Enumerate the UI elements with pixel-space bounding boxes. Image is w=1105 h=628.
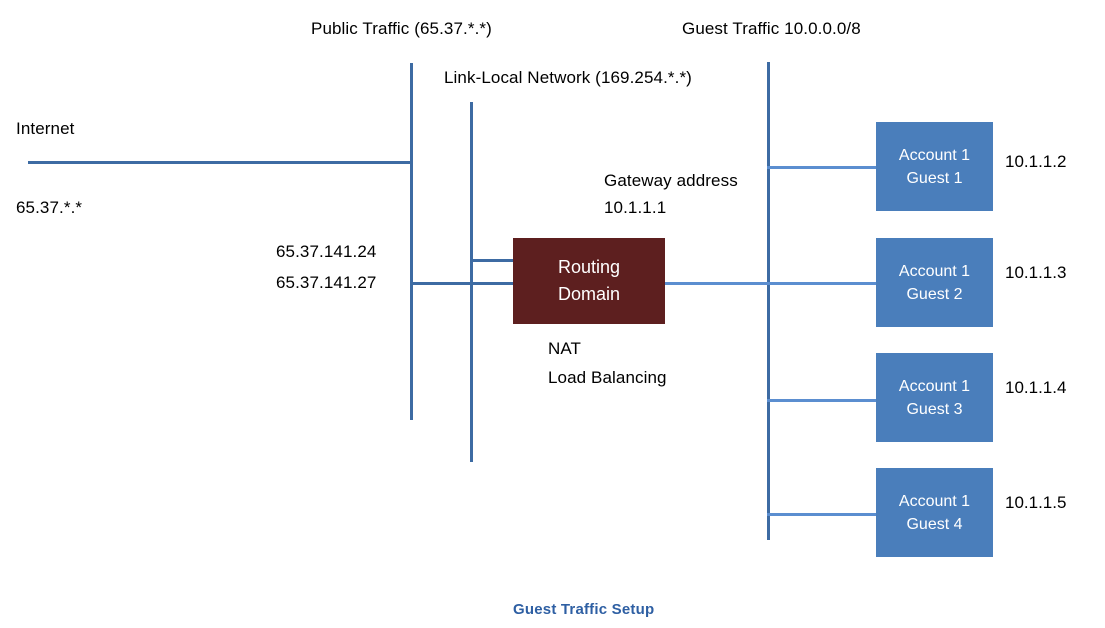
guest-box-1-name: Guest 1	[906, 169, 963, 187]
internet-subnet-label: 65.37.*.*	[16, 198, 83, 217]
guest-box-4-name: Guest 4	[906, 515, 963, 533]
router-to-guest-backbone-line	[664, 282, 769, 285]
diagram-caption: Guest Traffic Setup	[513, 601, 655, 618]
guest-3-ip-label: 10.1.1.4	[1005, 378, 1067, 397]
guest-traffic-label: Guest Traffic 10.0.0.0/8	[682, 19, 861, 38]
guest-box-2-name: Guest 2	[906, 285, 963, 303]
guest-2-ip-label: 10.1.1.3	[1005, 263, 1067, 282]
routing-domain-box[interactable]: Routing Domain	[513, 238, 665, 324]
guest-box-2-account: Account 1	[898, 262, 971, 280]
public-ip-1-connector-line	[470, 259, 515, 262]
gateway-address-label: Gateway address	[604, 171, 738, 190]
public-ip-2-label: 65.37.141.27	[276, 273, 377, 292]
public-traffic-label: Public Traffic (65.37.*.*)	[311, 19, 492, 38]
guest-1-ip-label: 10.1.1.2	[1005, 152, 1067, 171]
internet-label: Internet	[16, 119, 75, 138]
guest-box-3[interactable]: Account 1 Guest 3	[876, 353, 993, 442]
guest-box-1-account: Account 1	[898, 146, 971, 164]
guest-box-3-account: Account 1	[898, 377, 971, 395]
public-ip-1-label: 65.37.141.24	[276, 242, 377, 261]
gateway-address-value: 10.1.1.1	[604, 198, 667, 217]
guest-2-connector-line	[767, 282, 879, 285]
guest-traffic-backbone-line	[767, 62, 770, 540]
load-balancing-label: Load Balancing	[548, 368, 667, 387]
guest-box-4[interactable]: Account 1 Guest 4	[876, 468, 993, 557]
guest-box-3-name: Guest 3	[906, 400, 963, 418]
guest-box-2[interactable]: Account 1 Guest 2	[876, 238, 993, 327]
public-ip-2-connector-line	[410, 282, 515, 285]
guest-box-1[interactable]: Account 1 Guest 1	[876, 122, 993, 211]
link-local-network-label: Link-Local Network (169.254.*.*)	[444, 68, 692, 87]
guest-1-connector-line	[767, 166, 879, 169]
guest-box-4-account: Account 1	[898, 492, 971, 510]
guest-4-ip-label: 10.1.1.5	[1005, 493, 1067, 512]
public-traffic-backbone-line	[410, 63, 413, 420]
routing-domain-line-2: Domain	[557, 284, 621, 304]
internet-to-public-line	[28, 161, 413, 164]
guest-4-connector-line	[767, 513, 879, 516]
guest-3-connector-line	[767, 399, 879, 402]
nat-label: NAT	[548, 339, 582, 358]
routing-domain-line-1: Routing	[557, 257, 621, 277]
